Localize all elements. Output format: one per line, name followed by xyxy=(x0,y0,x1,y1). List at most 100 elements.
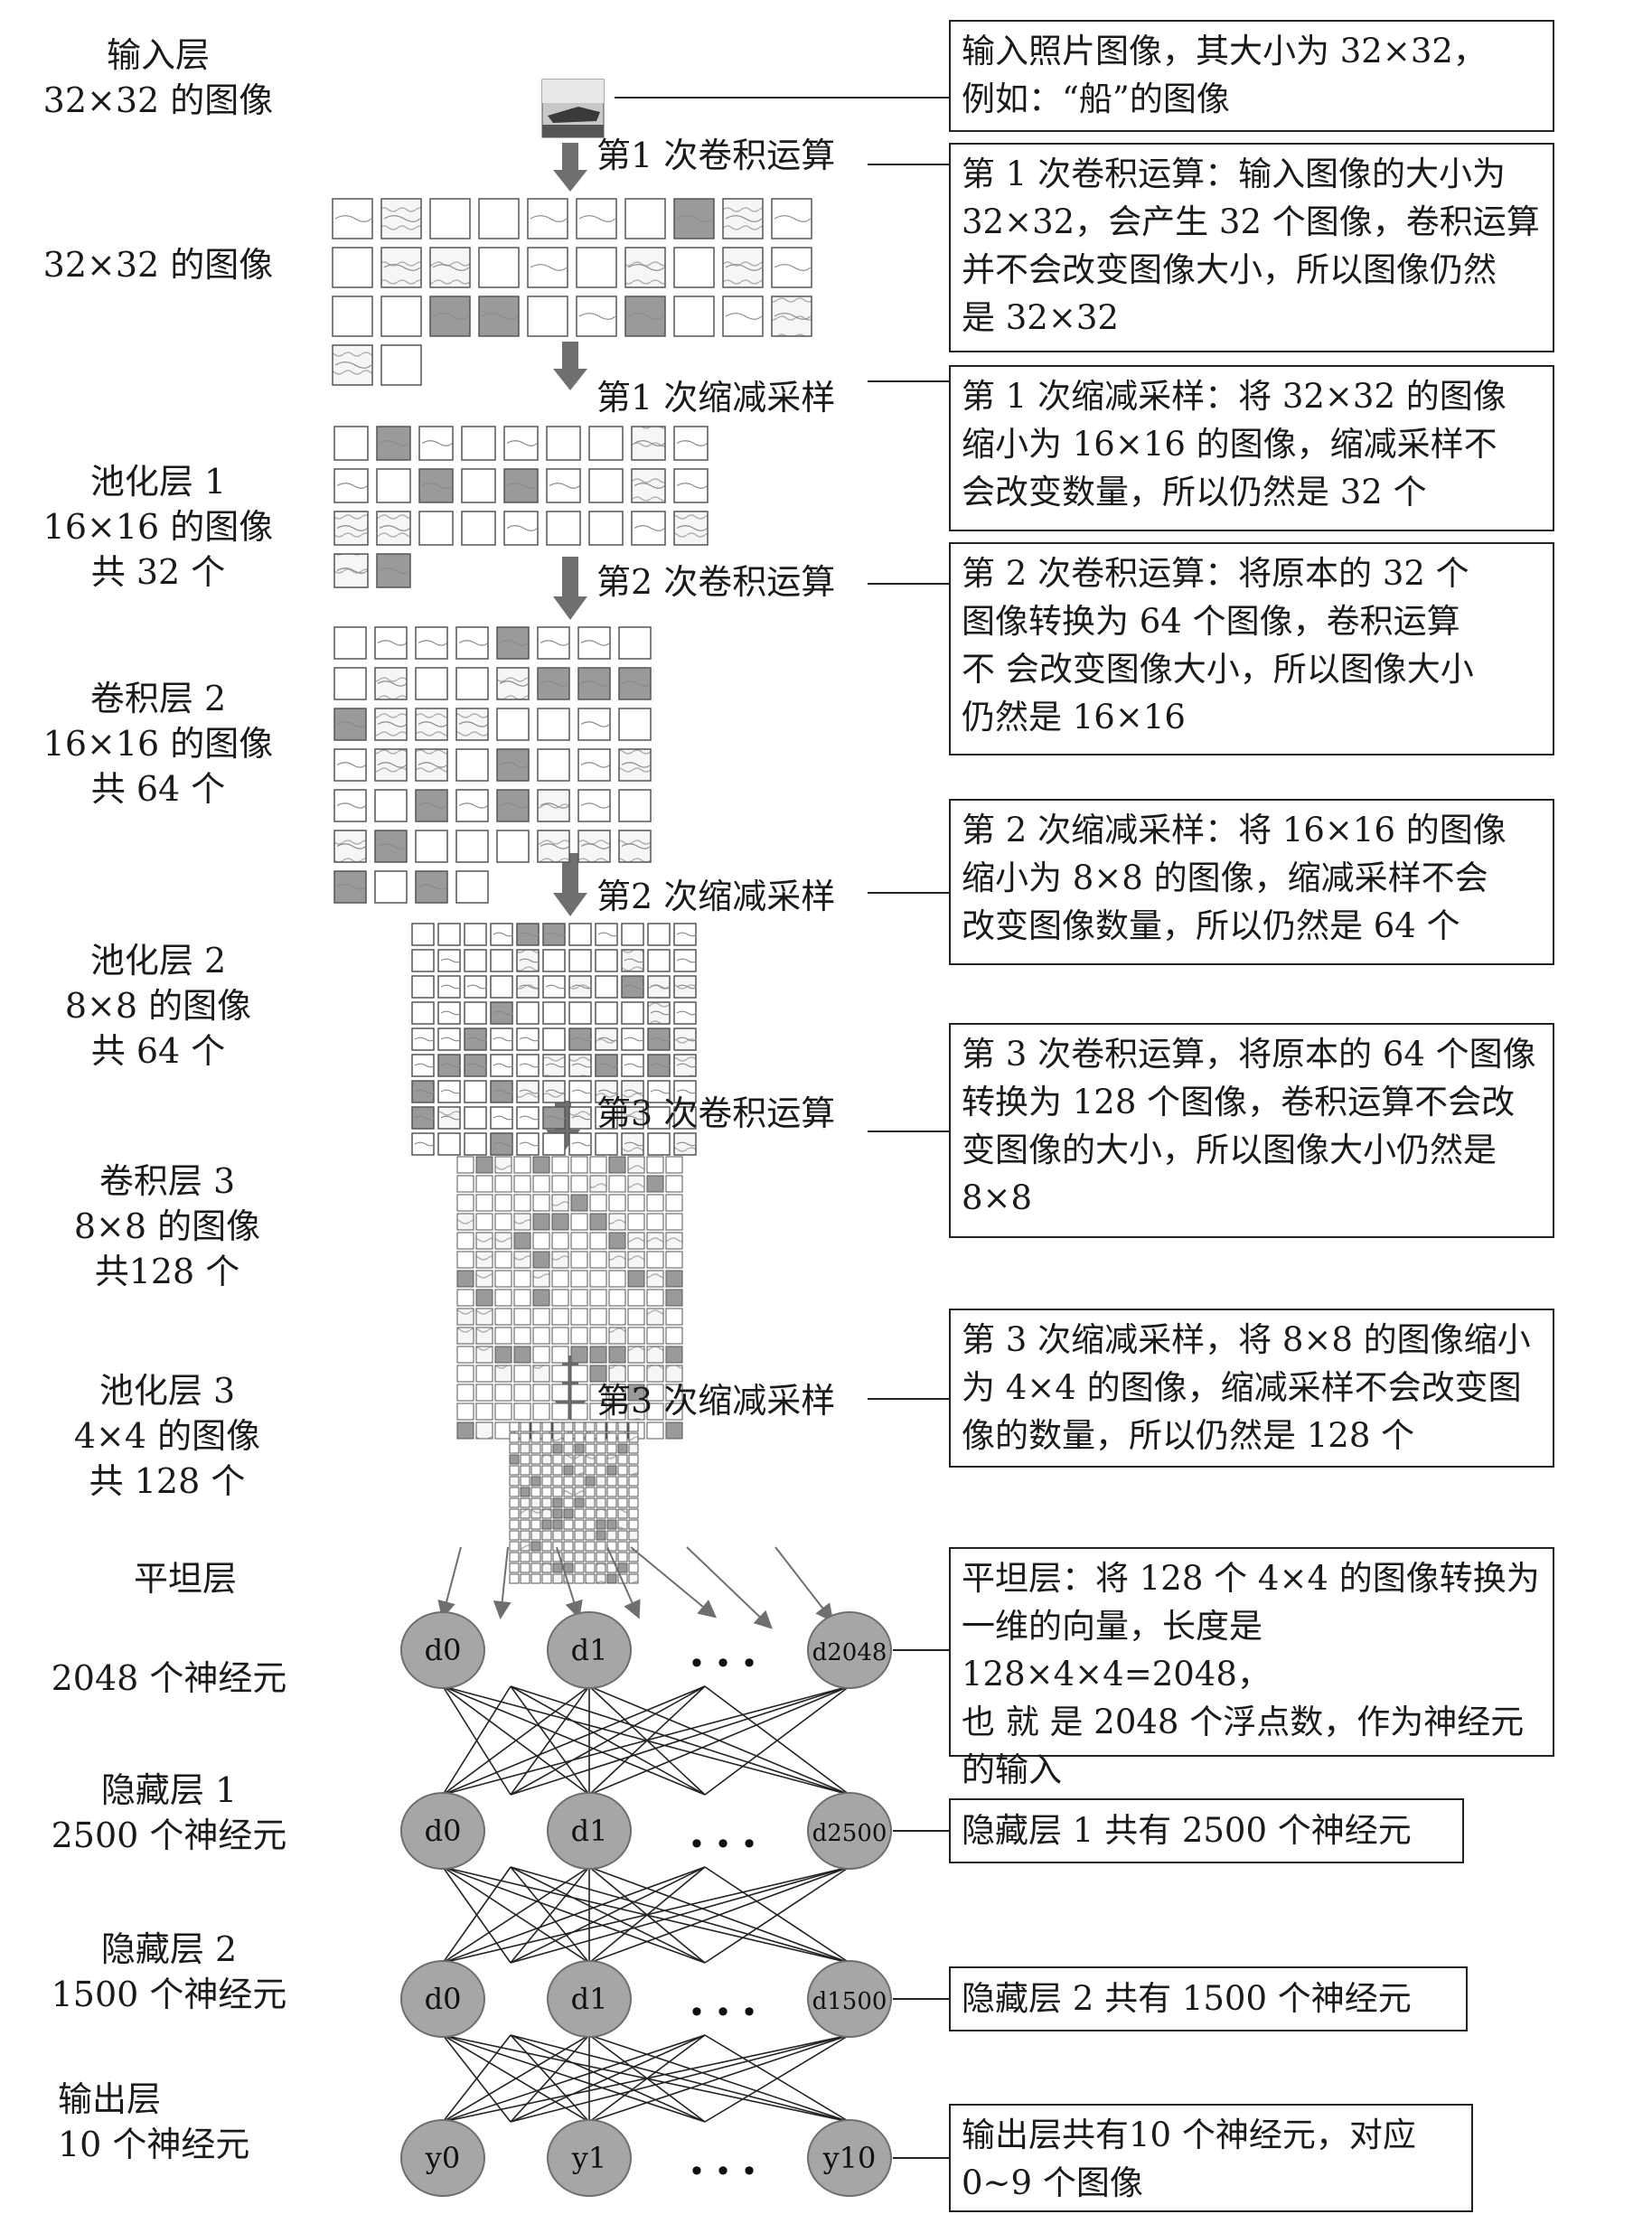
feature-map-cell xyxy=(673,975,697,999)
neuron-label: d2048 xyxy=(812,1639,887,1666)
feature-map-cell xyxy=(617,1487,628,1497)
feature-map-cell xyxy=(608,1289,626,1307)
feature-map-cell xyxy=(475,1232,493,1250)
desc-box-hidden1: 隐藏层 1 共有 2500 个神经元 xyxy=(949,1798,1464,1863)
feature-map-cell xyxy=(552,1432,563,1443)
feature-map-cell xyxy=(509,1562,520,1573)
neuron-label: d2500 xyxy=(812,1820,887,1847)
feature-map-cell xyxy=(520,1530,530,1541)
feature-map-texture xyxy=(571,1141,593,1147)
feature-map-texture xyxy=(414,1089,436,1094)
feature-map-cell xyxy=(596,1552,606,1562)
feature-map-cell xyxy=(646,1251,664,1269)
feature-map-cell xyxy=(574,1443,585,1454)
feature-map-cell xyxy=(563,1443,574,1454)
feature-map-cell xyxy=(456,1289,474,1307)
feature-map-cell xyxy=(722,296,764,337)
neuron-link xyxy=(510,1866,590,1964)
left-label-flatten-neurons: 2048 个神经元 xyxy=(51,1658,287,1698)
feature-map-texture xyxy=(676,984,698,990)
feature-map-cell xyxy=(606,1508,617,1519)
feature-map-cell xyxy=(376,511,411,546)
feature-map-cell xyxy=(606,1476,617,1487)
feature-map-cell xyxy=(542,1027,566,1051)
neuron-ellipsis: • • • xyxy=(689,2154,758,2189)
feature-map-cell xyxy=(509,1541,520,1552)
feature-map-texture xyxy=(634,483,665,489)
feature-map-texture xyxy=(499,762,529,768)
feature-map-texture xyxy=(627,313,665,320)
feature-map-texture xyxy=(466,984,488,990)
feature-map-cell xyxy=(596,1519,606,1530)
feature-map-cell xyxy=(617,1508,628,1519)
step-label-conv3: 第3 次卷积运算 xyxy=(596,1093,836,1133)
feature-map-cell xyxy=(646,1327,664,1345)
feature-map-cell xyxy=(673,198,715,239)
feature-map-cell xyxy=(530,1432,541,1443)
feature-map-cell xyxy=(608,1403,626,1421)
feature-map-cell xyxy=(456,1308,474,1326)
feature-map-cell xyxy=(646,1421,664,1440)
feature-map-cell xyxy=(494,1175,512,1193)
feature-map-cell xyxy=(475,1270,493,1288)
feature-map-cell xyxy=(333,426,369,461)
feature-map-cell xyxy=(646,1194,664,1212)
feature-map-cell xyxy=(541,1530,552,1541)
feature-map-cell xyxy=(627,1156,645,1174)
feature-map-texture xyxy=(624,984,645,990)
feature-map-cell xyxy=(494,1384,512,1402)
feature-map-cell xyxy=(415,748,448,782)
feature-map-texture xyxy=(336,568,368,574)
feature-map-texture xyxy=(540,640,569,646)
feature-map-cell xyxy=(570,1308,588,1326)
feature-map-cell xyxy=(520,1487,530,1497)
pool1-feature-maps xyxy=(333,426,709,588)
feature-map-cell xyxy=(574,1432,585,1443)
feature-map-cell xyxy=(503,426,539,461)
feature-map-cell xyxy=(596,1562,606,1573)
step-label-pool2: 第2 次缩减采样 xyxy=(596,877,836,916)
feature-map-cell xyxy=(627,1327,645,1345)
left-label-pool2: 池化层 2 8×8 的图像 共 64 个 xyxy=(64,941,252,1071)
feature-map-cell xyxy=(530,1508,541,1519)
feature-map-cell xyxy=(537,748,570,782)
feature-map-cell xyxy=(563,1421,574,1432)
feature-map-cell xyxy=(376,553,411,588)
neuron-node xyxy=(547,2119,632,2197)
feature-map-texture xyxy=(650,984,671,990)
feature-map-cell xyxy=(588,511,624,546)
feature-map-texture xyxy=(493,1115,514,1121)
feature-map-texture xyxy=(530,215,568,222)
feature-map-cell xyxy=(570,1403,588,1421)
feature-map-texture xyxy=(597,1037,619,1042)
feature-map-texture xyxy=(580,762,610,768)
neuron-link xyxy=(704,1866,850,1964)
feature-map-cell xyxy=(646,1213,664,1231)
feature-map-texture xyxy=(725,313,763,320)
feature-map-cell xyxy=(627,1289,645,1307)
feature-map-cell xyxy=(333,468,369,503)
feature-map-cell xyxy=(461,511,496,546)
feature-map-cell xyxy=(437,1027,461,1051)
feature-map-cell xyxy=(541,1541,552,1552)
feature-map-texture xyxy=(549,483,580,489)
left-label-pool3: 池化层 3 4×4 的图像 共 128 个 xyxy=(73,1371,261,1501)
feature-map-texture xyxy=(545,932,567,937)
feature-map-cell xyxy=(490,975,513,999)
feature-map-cell xyxy=(596,1432,606,1443)
feature-map-cell xyxy=(624,247,666,288)
feature-map-cell xyxy=(464,1132,487,1156)
feature-map-cell xyxy=(415,667,448,700)
feature-map-cell xyxy=(530,1530,541,1541)
neuron-link xyxy=(588,1866,850,1964)
feature-map-texture xyxy=(379,440,410,446)
feature-map-texture xyxy=(336,802,366,809)
feature-map-cell xyxy=(563,1432,574,1443)
feature-map-cell xyxy=(646,1346,664,1364)
feature-map-texture xyxy=(414,1063,436,1068)
feature-map-cell xyxy=(628,1541,639,1552)
feature-map-texture xyxy=(571,984,593,990)
feature-map-cell xyxy=(527,296,568,337)
feature-map-cell xyxy=(628,1476,639,1487)
